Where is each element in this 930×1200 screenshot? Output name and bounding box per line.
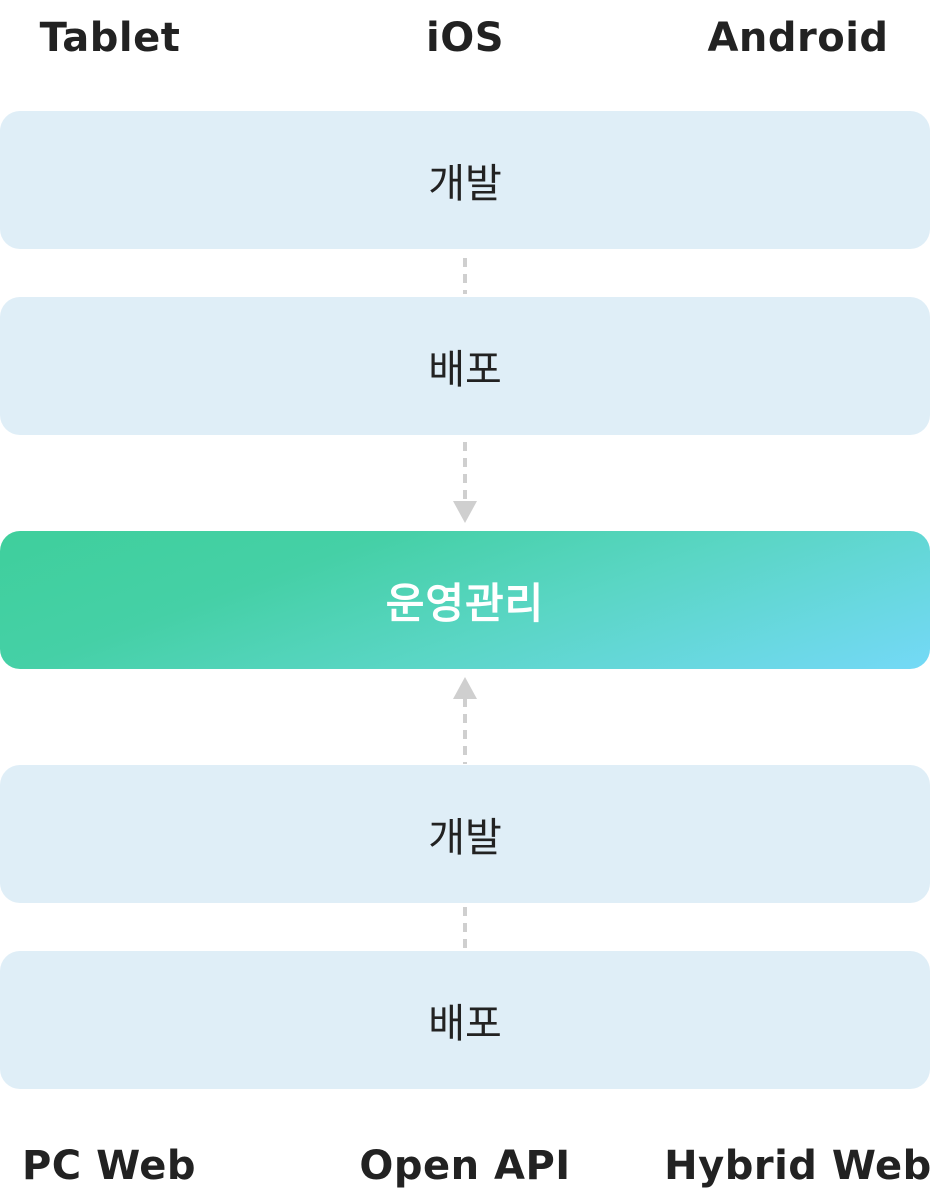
top-platform-row: Tablet iOS Android — [0, 8, 930, 68]
platform-label-open-api: Open API — [359, 1143, 571, 1189]
arrow-up-icon — [453, 677, 477, 699]
platform-label-hybrid-web: Hybrid Web — [664, 1143, 930, 1189]
dashed-connector — [463, 907, 467, 949]
stage-label: 개발 — [428, 161, 502, 207]
dashed-connector — [463, 442, 467, 504]
stage-label: 개발 — [428, 815, 502, 861]
stage-box-upper-development: 개발 — [0, 111, 930, 249]
platform-label-ios: iOS — [425, 15, 505, 61]
platform-label-tablet: Tablet — [39, 15, 181, 61]
stage-label: 배포 — [428, 347, 502, 393]
stage-box-lower-development: 개발 — [0, 765, 930, 903]
arrow-down-icon — [453, 501, 477, 523]
hub-label: 운영관리 — [385, 578, 545, 628]
stage-box-lower-deployment: 배포 — [0, 951, 930, 1089]
stage-label: 배포 — [428, 1001, 502, 1047]
dashed-connector — [463, 258, 467, 294]
operations-hub-box: 운영관리 — [0, 531, 930, 669]
stage-box-upper-deployment: 배포 — [0, 297, 930, 435]
dashed-connector — [463, 698, 467, 764]
bottom-platform-row: PC Web Open API Hybrid Web — [0, 1136, 930, 1196]
platform-label-android: Android — [707, 15, 889, 61]
platform-label-pc-web: PC Web — [21, 1143, 197, 1189]
